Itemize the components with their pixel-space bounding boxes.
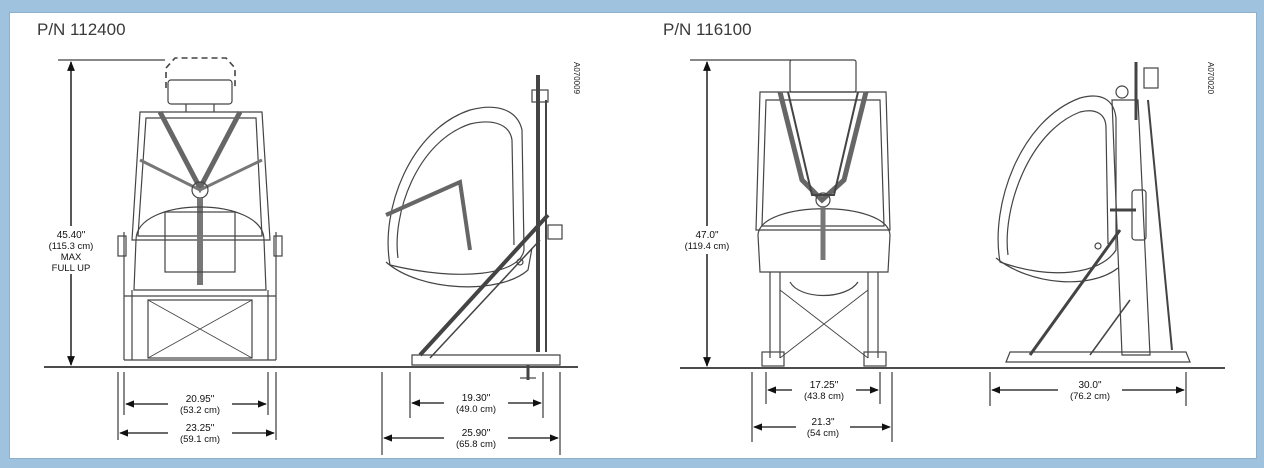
- side-depth-2-cm: (76.2 cm): [1070, 391, 1110, 402]
- seat-116100-side-view: [995, 62, 1191, 363]
- figure-code-2: A070020: [1206, 62, 1215, 95]
- height-label-2-inches: 47.0": [695, 230, 718, 241]
- height-label-2-cm: (119.4 cm): [685, 241, 730, 252]
- height-label-1-full-up: FULL UP: [52, 263, 91, 274]
- side-inner-depth-1-inches: 19.30": [462, 393, 491, 404]
- side-inner-depth-1-cm: (49.0 cm): [456, 404, 496, 415]
- front-inner-width-1-inches: 20.95": [186, 394, 215, 405]
- front-outer-width-1-inches: 23.25": [186, 423, 215, 434]
- front-outer-width-1-cm: (59.1 cm): [180, 434, 220, 445]
- part-number-116100: P/N 116100: [663, 20, 752, 39]
- front-inner-width-2-inches: 17.25": [810, 380, 839, 391]
- seat-116100-front-view: [755, 59, 891, 367]
- side-depth-2-inches: 30.0": [1078, 380, 1101, 391]
- height-label-1-cm: (115.3 cm): [49, 241, 94, 252]
- side-outer-depth-1-cm: (65.8 cm): [456, 439, 496, 450]
- part-number-112400: P/N 112400: [37, 20, 126, 39]
- front-outer-width-2-inches: 21.3": [811, 417, 834, 428]
- height-label-1-max: MAX: [61, 252, 82, 263]
- seat-112400-front-view: [117, 57, 283, 361]
- front-inner-width-2-cm: (43.8 cm): [804, 391, 844, 402]
- side-outer-depth-1-inches: 25.90": [462, 428, 491, 439]
- front-outer-width-2-cm: (54 cm): [807, 428, 839, 439]
- front-inner-width-1-cm: (53.2 cm): [180, 405, 220, 416]
- seat-112400-side-view: [385, 75, 563, 380]
- figure-code-1: A070009: [572, 62, 581, 95]
- height-label-1-inches: 45.40": [57, 230, 86, 241]
